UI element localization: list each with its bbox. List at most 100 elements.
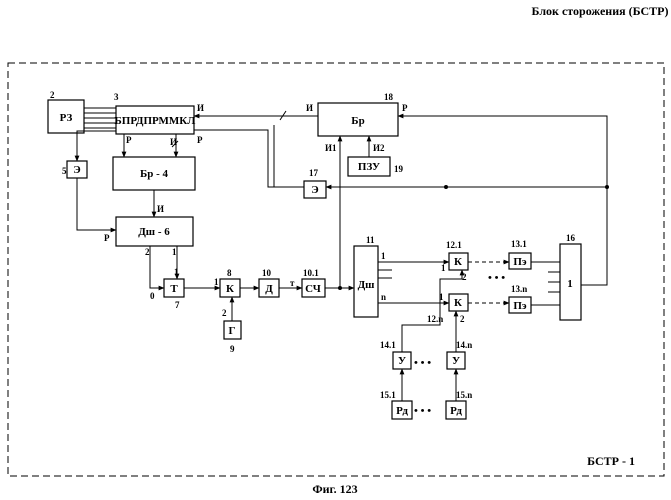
block-k-12-n-number: 12.n [427,314,443,324]
block-dsh-11: Дш 11 [354,235,378,317]
figure-caption: Фиг. 123 [312,482,357,496]
junction-dot-3 [338,286,342,290]
block-k-12-n-label: К [454,297,462,309]
block-pe-13-1-label: Пэ [513,256,527,268]
block-dsh-11-number: 11 [366,235,375,245]
block-e-5-number: 5 [62,166,67,176]
header-title: Блок сторожения (БСТР) [532,4,669,18]
pin-dsh11-n: n [381,292,386,302]
block-or-16-label: 1 [567,278,573,290]
block-u-14-1: У 14.1 [380,340,411,369]
line-16-to-br18 [398,116,607,252]
pin-dsh6-1: 1 [172,247,177,257]
line-e5-to-dsh6 [77,178,116,230]
pin-t-sch: т [290,278,295,288]
block-g-9: Г 9 [224,321,241,354]
pin-i1: И1 [325,143,337,153]
block-rd-15-1-label: Рд [396,405,408,417]
line-bprd-to-e17 [194,130,304,187]
block-br-18-number: 18 [384,92,394,102]
block-d-10-number: 10 [262,268,272,278]
frame-label: БСТР - 1 [587,454,635,468]
line-dsh6-to-t-0 [150,246,164,288]
block-k-12-1-number: 12.1 [446,240,462,250]
block-u-14-n-number: 14.n [456,340,472,350]
block-rz-number: 2 [50,90,55,100]
block-e-17: Э 17 [304,168,326,198]
pin-r-br18-right: Р [402,103,408,113]
pin-r-bprd-right: Р [197,135,203,145]
block-rd-15-1: Рд 15.1 [380,390,412,419]
block-br-4-label: Бр - 4 [140,168,169,180]
pin-k8-1: 1 [214,277,219,287]
ellipsis-u: • • • [414,357,431,369]
block-bprdprmmkl-number: 3 [114,92,119,102]
block-pzu-19: ПЗУ 19 [348,157,404,176]
block-e-17-number: 17 [309,168,319,178]
block-k-12-1-label: К [454,256,462,268]
pin-t-1: 1 [174,267,179,277]
block-u-14-1-label: У [398,355,406,367]
block-pe-13-1: Пэ 13.1 [509,239,531,269]
block-rz: РЗ 2 [48,90,84,133]
block-t-7: Т 7 [164,279,184,310]
block-u-14-1-number: 14.1 [380,340,396,350]
block-k-8-label: К [226,283,234,295]
block-g-9-number: 9 [230,344,235,354]
junction-dot-2 [605,185,609,189]
block-dsh-6: Дш - 6 [116,217,193,246]
block-pzu-19-number: 19 [394,164,404,174]
pin-k12n-2: 2 [460,314,465,324]
block-pzu-19-label: ПЗУ [358,161,380,173]
ellipsis-row: • • • [488,272,505,284]
block-k-8-number: 8 [227,268,232,278]
block-dsh-6-label: Дш - 6 [138,226,170,238]
block-rd-15-n-label: Рд [450,405,462,417]
block-g-9-label: Г [229,325,236,337]
block-rd-15-n-number: 15.n [456,390,472,400]
block-k-8: К 8 [220,268,240,297]
block-t-7-label: Т [170,283,178,295]
block-d-10: Д 10 [259,268,279,297]
pin-i-bprd-bottom: И [170,137,177,147]
block-pe-13-1-number: 13.1 [511,239,527,249]
pin-k121-1: 1 [441,263,446,273]
block-e-17-label: Э [311,184,318,196]
line-16-output [581,252,607,285]
pin-i-br18-left: И [306,103,313,113]
ellipsis-rd: • • • [414,405,431,417]
block-pe-13-n-label: Пэ [513,300,527,312]
block-rd-15-n: Рд 15.n [446,390,472,419]
block-sch-label: СЧ [305,283,321,295]
block-br-18-label: Бр [351,115,364,127]
block-rd-15-1-number: 15.1 [380,390,396,400]
block-rz-label: РЗ [60,112,73,124]
pin-k12n-1: 1 [439,292,444,302]
block-sch-number: 10.1 [303,268,319,278]
pin-i2: И2 [373,143,385,153]
block-e-5: Э 5 [62,161,87,178]
pin-i-br4-bottom: И [157,204,164,214]
pin-r-bprd-bottom: Р [126,135,132,145]
pin-dsh6-2: 2 [145,247,150,257]
block-u-14-n: У 14.n [447,340,472,369]
pin-r-dsh6-left: Р [104,233,110,243]
line-bprd-to-e5 [77,131,116,161]
block-d-10-label: Д [265,283,273,295]
block-or-16-number: 16 [566,233,576,243]
block-dsh-11-label: Дш [358,279,375,291]
block-pe-13-n: Пэ 13.n [509,284,531,313]
block-t-7-number: 7 [175,300,180,310]
block-k-12-1: К 12.1 [446,240,468,270]
block-or-16: 1 16 [560,233,581,320]
block-bprdprmmkl-label: БПРДПРММКЛ [115,115,197,127]
pin-dsh11-1: 1 [381,251,386,261]
line-e17-to-bprd [274,125,304,187]
block-u-14-n-label: У [452,355,460,367]
junction-dot-1 [444,185,448,189]
block-br-18: Бр 18 [318,92,398,136]
block-sch-10-1: СЧ 10.1 [302,268,325,297]
pin-k8-2: 2 [222,308,227,318]
block-e-5-label: Э [73,164,80,176]
